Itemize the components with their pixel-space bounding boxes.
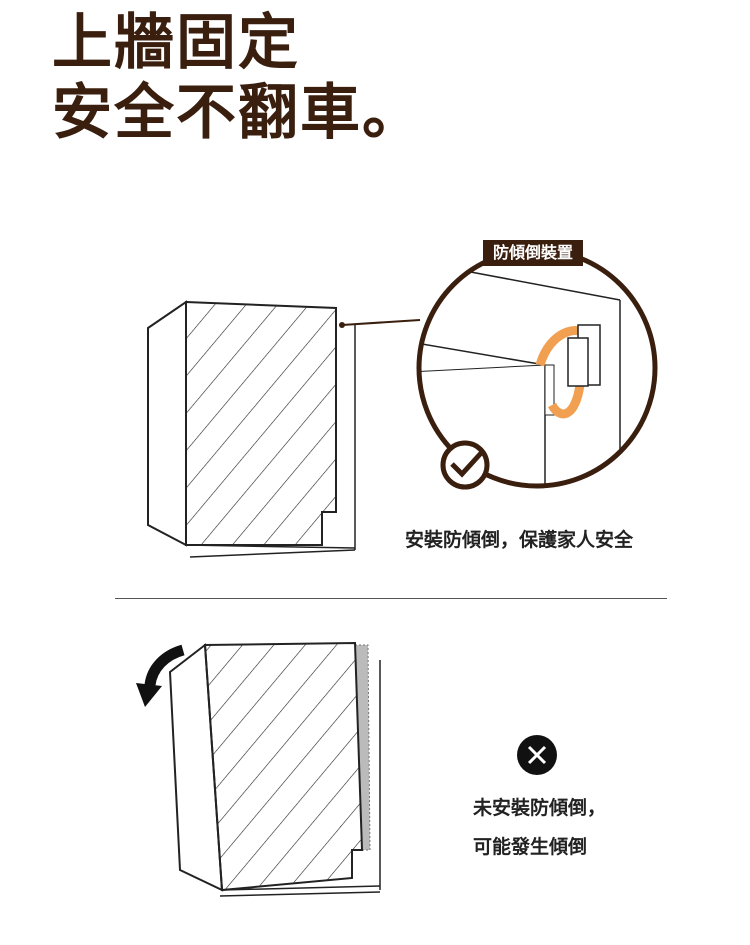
section-divider bbox=[115, 598, 667, 599]
anti-tip-device-badge: 防傾倒裝置 bbox=[483, 240, 583, 266]
secured-cabinet bbox=[147, 300, 421, 558]
with-device-caption: 安裝防傾倒，保護家人安全 bbox=[405, 529, 634, 551]
tip-over-arrow-icon bbox=[136, 644, 185, 707]
without-device-caption-line1: 未安裝防傾倒， bbox=[473, 797, 607, 819]
anti-tip-device-callout bbox=[416, 247, 658, 490]
check-icon bbox=[440, 440, 490, 490]
cross-icon bbox=[517, 735, 557, 775]
tipping-cabinet bbox=[136, 641, 381, 897]
headline-line1: 上牆固定 bbox=[52, 8, 300, 78]
without-device-caption-line2: 可能發生傾倒 bbox=[473, 836, 588, 858]
headline-line2: 安全不翻車。 bbox=[52, 78, 424, 148]
